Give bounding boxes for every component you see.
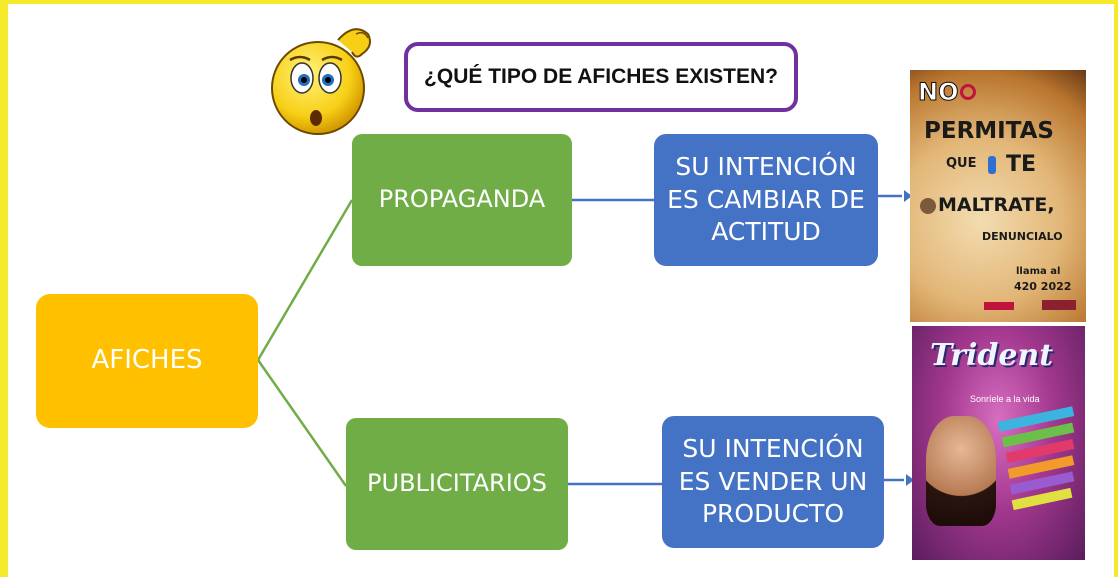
page-title: ¿QUÉ TIPO DE AFICHES EXISTEN? xyxy=(424,65,778,88)
poster-phone-number: 420 2022 xyxy=(1014,280,1072,293)
title-box: ¿QUÉ TIPO DE AFICHES EXISTEN? xyxy=(404,42,798,112)
connector-root-propaganda xyxy=(256,199,354,361)
arrow-head-2 xyxy=(906,474,914,486)
publicitarios-intent-label: SU INTENCIÓN ES VENDER UN PRODUCTO xyxy=(678,434,868,529)
propaganda-intent-label: SU INTENCIÓN ES CAMBIAR DE ACTITUD xyxy=(667,152,865,247)
arrow-head-1 xyxy=(904,190,912,202)
publicitarios-label: PUBLICITARIOS xyxy=(367,469,547,498)
poster-word-te: TE xyxy=(1006,152,1037,177)
trident-poster-image: Trident Sonríele a la vida xyxy=(912,326,1085,560)
connector-root-publicitarios xyxy=(256,359,348,487)
propaganda-intent-node: SU INTENCIÓN ES CAMBIAR DE ACTITUD xyxy=(654,134,878,266)
poster-word-permitas: PERMITAS xyxy=(924,118,1054,144)
poster-word-que: QUE xyxy=(946,156,977,171)
publicitarios-intent-node: SU INTENCIÓN ES VENDER UN PRODUCTO xyxy=(662,416,884,548)
eye-icon xyxy=(920,198,936,214)
poster-call-label: llama al xyxy=(1016,266,1061,277)
trident-brand: Trident xyxy=(930,338,1054,373)
left-border xyxy=(0,0,8,577)
publicitarios-node: PUBLICITARIOS xyxy=(346,418,568,550)
trident-tagline: Sonríele a la vida xyxy=(970,394,1040,404)
woman-figure xyxy=(926,416,996,526)
propaganda-poster-image: NO PERMITAS QUE TE MALTRATE, DENUNCIALO … xyxy=(910,70,1086,322)
male-figure-icon xyxy=(988,156,996,174)
root-label: AFICHES xyxy=(91,345,203,376)
root-node: AFICHES xyxy=(36,294,258,428)
poster-word-maltrate: MALTRATE, xyxy=(938,194,1055,216)
propaganda-label: PROPAGANDA xyxy=(378,185,546,214)
poster-word-no: NO xyxy=(918,78,959,107)
sponsor-logo-1 xyxy=(984,302,1014,310)
sponsor-logo-2 xyxy=(1042,300,1076,310)
poster-word-denuncialo: DENUNCIALO xyxy=(982,230,1063,243)
thinking-face-icon xyxy=(271,28,371,135)
female-symbol-icon xyxy=(960,84,976,100)
propaganda-node: PROPAGANDA xyxy=(352,134,572,266)
